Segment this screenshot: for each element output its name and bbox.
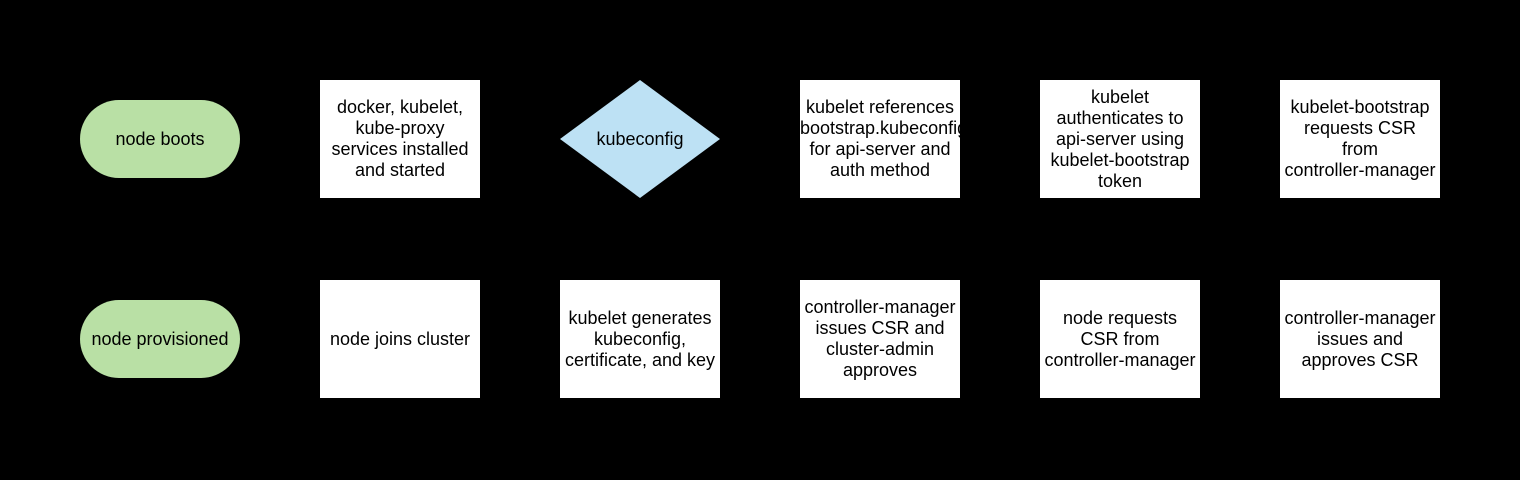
process-node-requests-csr: node requests CSR from controller-manage… bbox=[1040, 280, 1200, 398]
node-label: kubelet-bootstrap requests CSR from cont… bbox=[1284, 97, 1436, 180]
node-label: kubelet authenticates to api-server usin… bbox=[1050, 86, 1190, 191]
terminal-node-provisioned: node provisioned bbox=[80, 300, 240, 378]
node-label: node boots bbox=[115, 128, 205, 149]
decision-kubeconfig: kubeconfig bbox=[560, 80, 720, 198]
node-label: node requests CSR from controller-manage… bbox=[1044, 307, 1196, 370]
node-label: kubelet references bootstrap.kubeconfig … bbox=[800, 97, 960, 180]
node-label: node provisioned bbox=[91, 328, 229, 349]
process-node-joins-cluster: node joins cluster bbox=[320, 280, 480, 398]
node-label: controller-manager issues and approves C… bbox=[1284, 307, 1436, 370]
process-kubelet-bootstrap-requests-csr: kubelet-bootstrap requests CSR from cont… bbox=[1280, 80, 1440, 198]
process-kubelet-authenticates: kubelet authenticates to api-server usin… bbox=[1040, 80, 1200, 198]
node-label: controller-manager issues CSR and cluste… bbox=[804, 297, 956, 380]
process-kubelet-generates-kubeconfig: kubelet generates kubeconfig, certificat… bbox=[560, 280, 720, 398]
process-controller-manager-issues-approves-csr: controller-manager issues and approves C… bbox=[1280, 280, 1440, 398]
node-label: docker, kubelet, kube-proxy services ins… bbox=[331, 97, 469, 180]
process-kubelet-references-bootstrap-kubeconfig: kubelet references bootstrap.kubeconfig … bbox=[800, 80, 960, 198]
node-label: node joins cluster bbox=[329, 328, 471, 349]
terminal-node-boots: node boots bbox=[80, 100, 240, 178]
node-label: kubeconfig bbox=[596, 128, 684, 149]
process-services-installed: docker, kubelet, kube-proxy services ins… bbox=[320, 80, 480, 198]
process-controller-manager-issues-csr-cluster-admin-approves: controller-manager issues CSR and cluste… bbox=[800, 280, 960, 398]
node-label: kubelet generates kubeconfig, certificat… bbox=[564, 307, 716, 370]
